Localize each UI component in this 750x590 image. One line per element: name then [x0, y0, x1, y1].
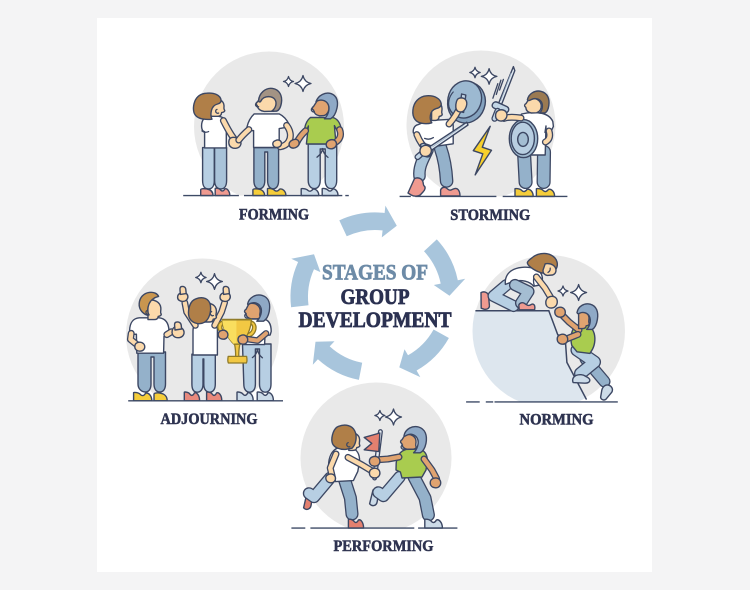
svg-text:DEVELOPMENT: DEVELOPMENT	[299, 307, 452, 332]
svg-text:PERFORMING: PERFORMING	[334, 538, 434, 555]
svg-text:NORMING: NORMING	[520, 411, 594, 428]
svg-text:GROUP: GROUP	[341, 284, 410, 309]
svg-text:STORMING: STORMING	[450, 207, 530, 224]
svg-text:ADJOURNING: ADJOURNING	[161, 411, 258, 428]
svg-text:FORMING: FORMING	[239, 207, 309, 224]
svg-text:STAGES OF: STAGES OF	[322, 259, 428, 284]
